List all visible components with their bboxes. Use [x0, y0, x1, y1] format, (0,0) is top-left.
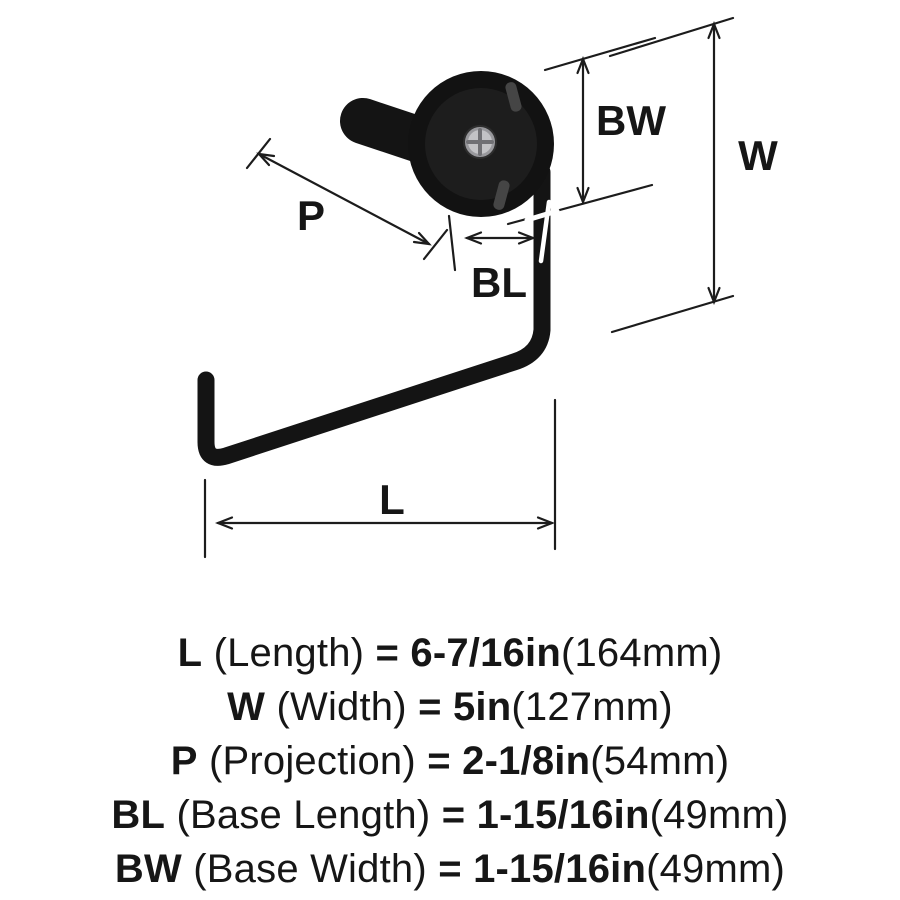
dimension-p: [245, 137, 449, 261]
legend-equals: =: [441, 793, 466, 837]
dimension-label-p: P: [297, 192, 325, 239]
diagram-canvas: W BW P BL L: [197, 16, 778, 559]
dimension-l: [203, 398, 557, 559]
w-arrow-down: [707, 286, 721, 306]
legend-symbol: L: [177, 631, 203, 675]
legend-equals: =: [375, 631, 400, 675]
l-arrow-right: [536, 516, 556, 530]
legend-dimension-name: (Width): [276, 685, 407, 729]
dimension-labels: W BW P BL L: [297, 97, 778, 523]
legend-equals: =: [418, 685, 442, 729]
product: [197, 71, 554, 466]
mount-plate-slot-top: [505, 82, 522, 112]
legend-metric: (54mm): [590, 739, 730, 783]
p-dimension-line: [257, 152, 431, 246]
p-arrow-left: [256, 152, 276, 167]
legend-dimension-name: (Base Length): [176, 793, 431, 837]
legend-value: 1-15/16in: [473, 847, 647, 891]
legend-symbol: W: [227, 685, 266, 729]
legend-metric: (49mm): [646, 847, 786, 891]
legend-metric: (164mm): [560, 631, 723, 675]
p-arrow-right: [412, 231, 432, 246]
legend-value: 2-1/8in: [462, 739, 591, 783]
extension-line-breaks: [524, 199, 560, 264]
bl-extension-left: [447, 214, 457, 272]
bl-arrow-left: [463, 231, 483, 245]
p-extension-right: [422, 228, 449, 261]
legend-metric: (127mm): [511, 685, 673, 729]
legend-value: 1-15/16in: [476, 793, 650, 837]
l-arrow-left: [214, 516, 234, 530]
legend-row-base-length: BL (Base Length) = 1-15/16in(49mm): [0, 788, 900, 842]
legend-row-base-width: BW (Base Width) = 1-15/16in(49mm): [0, 842, 900, 896]
legend-symbol: BW: [114, 847, 182, 891]
legend-row-width: W (Width) = 5in(127mm): [0, 680, 900, 734]
screw-cross-icon: [466, 128, 494, 156]
legend-equals: =: [427, 739, 451, 783]
bw-extension-break: [524, 208, 560, 223]
bw-arrow-down: [576, 186, 590, 206]
legend-row-length: L (Length) = 6-7/16in(164mm): [0, 626, 900, 680]
product-bar: [197, 163, 551, 466]
dimension-bl: [447, 214, 537, 272]
dimension-label-bl: BL: [471, 259, 527, 306]
legend-equals: =: [438, 847, 462, 891]
legend-dimension-name: (Projection): [208, 739, 416, 783]
legend-symbol: BL: [111, 793, 166, 837]
dimension-legend: L (Length) = 6-7/16in(164mm) W (Width) =…: [0, 626, 900, 896]
w-extension-top: [608, 16, 735, 58]
dimension-label-w: W: [738, 132, 778, 179]
w-arrow-up: [707, 20, 721, 40]
dimension-w: [608, 16, 735, 334]
legend-dimension-name: (Length): [213, 631, 365, 675]
legend-dimension-name: (Base Width): [193, 847, 427, 891]
bw-extension-top: [543, 36, 657, 72]
dimension-label-l: L: [379, 476, 405, 523]
dimension-label-bw: BW: [596, 97, 666, 144]
bl-arrow-right: [517, 231, 537, 245]
bw-arrow-up: [576, 55, 590, 75]
legend-metric: (49mm): [649, 793, 789, 837]
legend-value: 5in: [452, 685, 512, 729]
mount-plate-slot-bottom: [493, 180, 510, 210]
legend-value: 6-7/16in: [410, 631, 561, 675]
legend-row-projection: P (Projection) = 2-1/8in(54mm): [0, 734, 900, 788]
legend-symbol: P: [170, 739, 198, 783]
product-dimension-diagram: W BW P BL L: [197, 16, 778, 559]
